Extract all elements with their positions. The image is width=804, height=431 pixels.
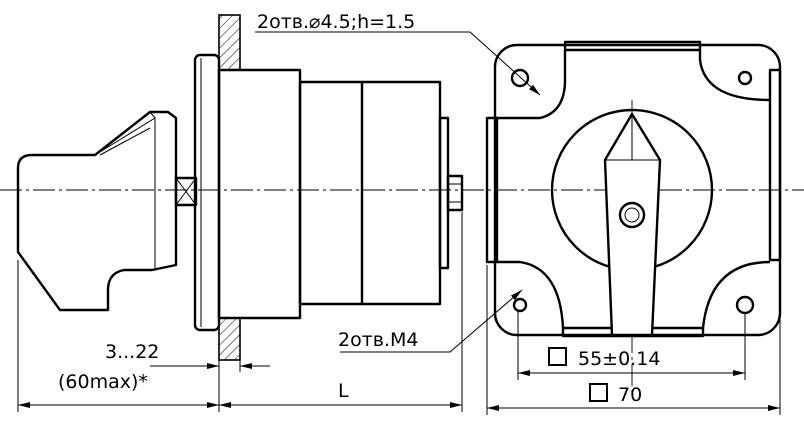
side-tab-left	[485, 116, 499, 264]
square-symbol-icon	[589, 383, 608, 402]
thread-hole	[737, 70, 753, 86]
mount-hole	[510, 68, 530, 88]
dim-length: L	[338, 380, 349, 402]
thread-hole	[512, 297, 528, 313]
side-view	[16, 14, 464, 361]
panel-section-top	[218, 14, 241, 71]
handle-edges	[94, 111, 156, 268]
switch-body-rear	[298, 80, 442, 306]
knob-screw	[618, 201, 646, 229]
dim-handle-max: (60max)*	[58, 371, 148, 393]
top-tab	[563, 40, 702, 52]
rotary-knob	[603, 112, 662, 337]
front-view	[485, 40, 782, 338]
panel-section-bottom	[218, 317, 241, 361]
square-symbol-icon	[548, 347, 567, 366]
switch-handle-side	[16, 110, 178, 312]
note-thread-holes: 2отв.M4	[338, 329, 419, 351]
leader-mount-holes	[255, 31, 541, 96]
leader-thread-holes	[340, 289, 523, 353]
side-tab-right	[768, 68, 782, 262]
rear-nut	[446, 174, 464, 212]
note-mount-holes: 2отв.⌀4.5;h=1.5	[257, 11, 415, 33]
shaft-flats	[175, 177, 197, 206]
dim-outer-square: 70	[618, 384, 642, 406]
dim-hole-square: 55±0.14	[578, 348, 660, 370]
front-flange	[193, 53, 221, 332]
dim-panel-thickness: 3...22	[105, 341, 159, 363]
switch-body-front	[217, 68, 302, 320]
mount-hole	[735, 295, 755, 315]
